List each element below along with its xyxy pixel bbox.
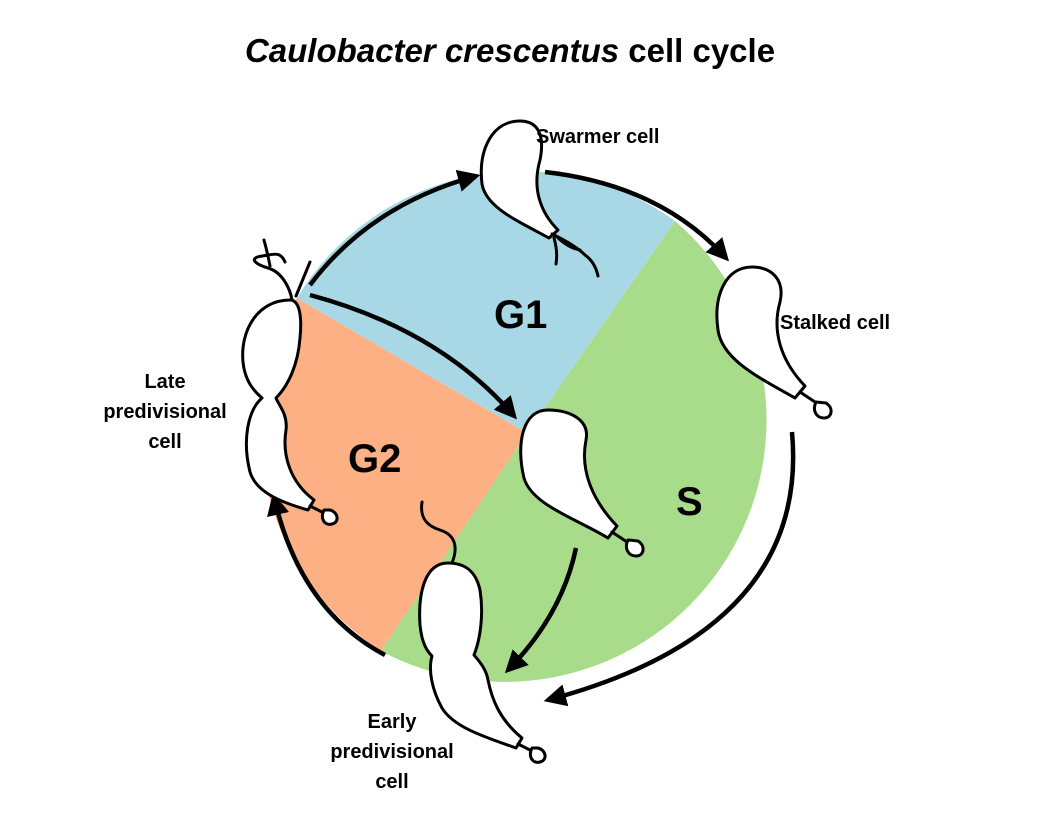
late-label-line3: cell [148, 431, 181, 453]
g1-label: G1 [494, 293, 547, 337]
swarmer-cell-label: Swarmer cell [536, 126, 659, 148]
late-label-line1: Late [144, 371, 185, 393]
g2-phase-wedge [260, 298, 527, 651]
phase-wedges [260, 171, 767, 682]
stalked-cell-label: Stalked cell [780, 312, 890, 334]
arrow-stalked-to-early [504, 547, 579, 674]
arrow-to-swarmer [308, 169, 481, 287]
late-predivisional-cell [241, 238, 339, 526]
center-stalked-cell [519, 408, 645, 558]
title-rest: cell cycle [628, 32, 776, 69]
early-label-line3: cell [375, 771, 408, 793]
arrow-to-stalked [544, 169, 730, 262]
s-label: S [676, 480, 703, 524]
arrow-to-late-predivisional [267, 492, 387, 657]
arrow-center-inward [309, 292, 517, 420]
title-species: Caulobacter crescentus [244, 32, 620, 69]
stalked-cell [715, 265, 833, 420]
diagram-title: Caulobacter crescentus cell cycle [0, 32, 1020, 70]
early-label-line1: Early [368, 711, 418, 733]
g1-phase-wedge [297, 171, 675, 433]
g2-label: G2 [348, 437, 401, 481]
swarmer-cell [479, 119, 600, 278]
early-label-line2: predivisional [330, 741, 453, 763]
early-predivisional-cell [418, 500, 547, 764]
late-label-line2: predivisional [103, 401, 226, 423]
cycle-arrows [267, 169, 796, 707]
arrow-to-early-predivisional [543, 431, 796, 707]
